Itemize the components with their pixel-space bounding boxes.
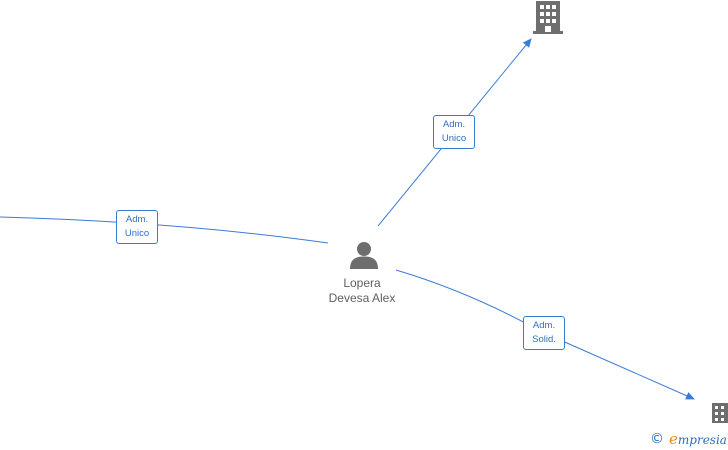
person-name-line2: Devesa Alex	[328, 291, 396, 305]
relation-role: Adm.	[532, 320, 556, 331]
relation-type: Unico	[441, 133, 467, 144]
relation-type: Solid.	[532, 334, 556, 345]
relation-label-top[interactable]: Adm. Unico	[433, 115, 475, 149]
relation-label-left[interactable]: Adm. Unico	[116, 210, 158, 244]
building-icon[interactable]	[710, 402, 728, 424]
link-left	[0, 216, 329, 244]
relation-type: Unico	[124, 228, 150, 239]
copyright-icon: ©	[650, 431, 664, 447]
relation-label-bottom[interactable]: Adm. Solid.	[523, 316, 565, 350]
brand-initial: e	[669, 429, 678, 448]
relation-role: Adm.	[442, 119, 466, 130]
person-icon[interactable]	[349, 240, 379, 270]
building-icon[interactable]	[532, 0, 564, 35]
person-name-line1: Lopera	[343, 276, 381, 290]
relation-role: Adm.	[125, 214, 149, 225]
brand-name: mpresia	[677, 432, 727, 447]
person-name[interactable]: Lopera Devesa Alex	[312, 276, 412, 306]
empresia-watermark: © empresia	[650, 430, 727, 448]
brand-logo: empresia	[669, 430, 727, 449]
